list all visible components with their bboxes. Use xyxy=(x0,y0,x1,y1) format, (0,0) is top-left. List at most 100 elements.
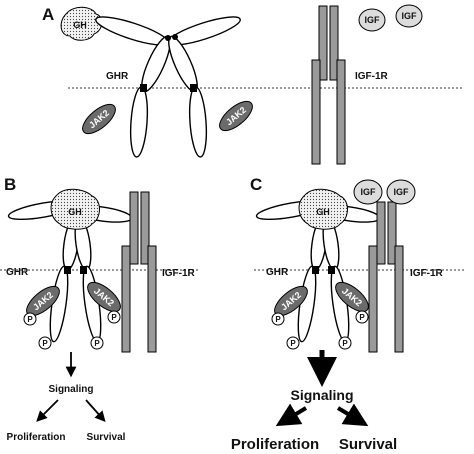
panel-c-gh-ligand: GH xyxy=(298,188,348,230)
panel-c-proliferation-label: Proliferation xyxy=(231,436,319,453)
phosphate-icon xyxy=(338,336,352,350)
phosphate-label: P xyxy=(290,339,296,348)
phosphate-icon xyxy=(271,312,285,326)
igf1r-beta-left xyxy=(368,245,378,353)
panel-b-ghr-label: GHR xyxy=(6,267,29,278)
ghr-tm-right xyxy=(80,266,87,274)
panel-a-jak2-right: JAK2 xyxy=(219,100,253,132)
igf1r-alpha-left xyxy=(318,5,328,81)
panel-c-phosphate-2: P xyxy=(355,310,369,324)
panel-b: B GHR GH JAK2 JAK2 xyxy=(0,175,200,443)
panel-b-gh-label: GH xyxy=(68,207,82,217)
panel-c-igf1r-label: IGF-1R xyxy=(410,268,444,279)
panel-c-phosphate-4: P xyxy=(338,336,352,350)
ghr-tm-left xyxy=(64,266,71,274)
igf1r-beta-left xyxy=(311,59,321,165)
panel-a-letter: A xyxy=(42,5,54,24)
panel-c-phosphate-3: P xyxy=(286,336,300,350)
panel-b-phosphate-1: P xyxy=(23,312,37,326)
phosphate-icon xyxy=(23,312,37,326)
panel-c-igf-left-label: IGF xyxy=(361,187,377,197)
ghr-hinge-left xyxy=(165,35,171,41)
phosphate-icon xyxy=(286,336,300,350)
igf1r-beta-right xyxy=(394,245,404,353)
ghr-tm-right xyxy=(190,84,197,92)
phosphate-label: P xyxy=(94,339,100,348)
panel-b-igf1r-label: IGF-1R xyxy=(162,268,196,279)
gh-blob-icon xyxy=(298,188,348,230)
panel-b-jak2-right: JAK2 xyxy=(87,281,121,313)
gh-blob-icon xyxy=(50,188,100,230)
phosphate-label: P xyxy=(42,339,48,348)
igf1r-beta-right xyxy=(336,59,346,165)
phosphate-label: P xyxy=(342,339,348,348)
panel-c-igf-left: IGF xyxy=(353,179,383,205)
phosphate-label: P xyxy=(359,313,365,322)
igf1r-alpha-left xyxy=(376,201,386,265)
panel-a-gh-label: GH xyxy=(73,20,87,30)
panel-c-jak2-right: JAK2 xyxy=(335,281,369,313)
igf-ligand-icon xyxy=(395,4,423,28)
panel-c-phosphate-1: P xyxy=(271,312,285,326)
phosphate-label: P xyxy=(27,315,33,324)
panel-c-igf-right-label: IGF xyxy=(394,187,410,197)
panel-a-igf1r-label: IGF-1R xyxy=(355,71,389,82)
igf1r-beta-left xyxy=(121,245,131,353)
igf1r-alpha-right xyxy=(329,5,339,81)
panel-b-survival-arrow xyxy=(85,399,106,423)
panel-c-gh-label: GH xyxy=(316,207,330,217)
panel-b-phosphate-3: P xyxy=(38,336,52,350)
panel-a-igf-left: IGF xyxy=(358,8,386,32)
panel-c-signaling-label: Signaling xyxy=(291,387,354,403)
panel-b-letter: B xyxy=(4,175,16,194)
ghr-tm-right xyxy=(328,266,335,274)
igf1r-alpha-right xyxy=(140,191,150,265)
jak2-icon xyxy=(335,281,369,313)
igf-ligand-icon xyxy=(358,8,386,32)
panel-c: C GHR GH JAK2 JAK2 xyxy=(231,175,464,453)
panel-a-igf-right-label: IGF xyxy=(402,11,418,21)
jak2-icon xyxy=(82,103,116,135)
ghr-hinge-right xyxy=(172,34,178,40)
panel-a-igf-left-label: IGF xyxy=(365,15,381,25)
panel-c-ghr-label: GHR xyxy=(266,267,289,278)
panel-b-proliferation-arrow xyxy=(36,399,59,422)
phosphate-label: P xyxy=(111,313,117,322)
panel-c-igf1r: IGF-1R xyxy=(368,201,444,353)
panel-c-survival-arrow xyxy=(336,403,369,427)
panel-c-proliferation-arrow xyxy=(275,403,308,427)
panel-a-ghr-label: GHR xyxy=(106,71,129,82)
panel-a-igf1r: IGF-1R xyxy=(311,5,389,165)
panel-a-jak2-left: JAK2 xyxy=(82,103,116,135)
panel-a-igf-right: IGF xyxy=(395,4,423,28)
panel-b-survival-label: Survival xyxy=(87,432,126,443)
igf1r-beta-right xyxy=(147,245,157,353)
panel-b-gh-ligand: GH xyxy=(50,188,100,230)
panel-c-igf-right: IGF xyxy=(386,179,416,205)
jak2-icon xyxy=(87,281,121,313)
panel-b-signaling-label: Signaling xyxy=(49,384,94,395)
panel-b-proliferation-label: Proliferation xyxy=(7,432,66,443)
igf-ligand-icon xyxy=(353,179,383,205)
igf-ligand-icon xyxy=(386,179,416,205)
panel-b-igf1r: IGF-1R xyxy=(121,191,196,353)
phosphate-icon xyxy=(355,310,369,324)
igf1r-alpha-right xyxy=(387,201,397,265)
ghr-tm-left xyxy=(140,84,147,92)
gh-blob-icon xyxy=(60,6,103,41)
igf1r-alpha-left xyxy=(129,191,139,265)
panel-b-phosphate-4: P xyxy=(90,336,104,350)
phosphate-label: P xyxy=(275,315,281,324)
panel-b-phosphate-2: P xyxy=(107,310,121,324)
panel-a-ghr-dimer: GHR xyxy=(95,16,241,158)
panel-a-gh-ligand: GH xyxy=(60,6,103,41)
ghr-intracellular-left xyxy=(129,86,149,158)
panel-c-letter: C xyxy=(250,175,262,194)
ghr-tm-left xyxy=(312,266,319,274)
phosphate-icon xyxy=(90,336,104,350)
ghr-intracellular-right xyxy=(188,86,208,158)
phosphate-icon xyxy=(107,310,121,324)
panel-c-survival-label: Survival xyxy=(339,436,397,453)
jak2-icon xyxy=(219,100,253,132)
